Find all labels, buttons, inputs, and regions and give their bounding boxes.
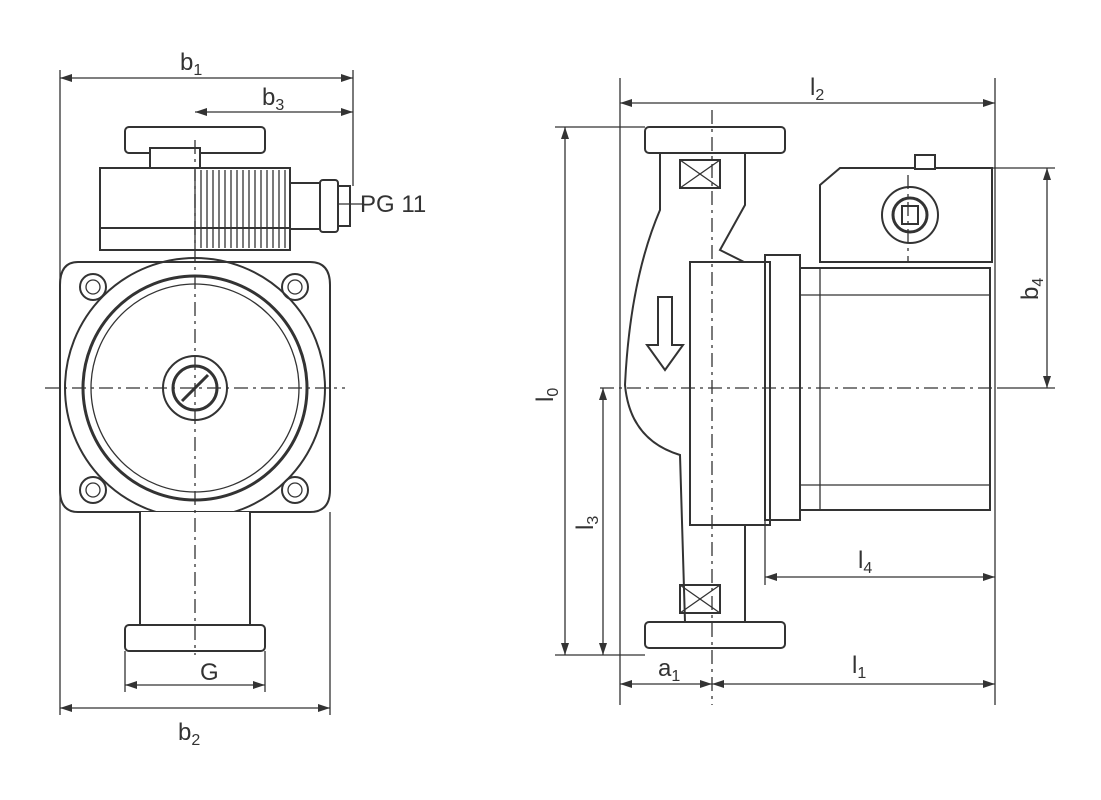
bolt-holes (79, 273, 309, 504)
cooling-ribs (194, 170, 286, 248)
label-g: G (200, 659, 219, 686)
label-l4: l4 (858, 547, 872, 577)
label-pg11: PG 11 (360, 191, 426, 218)
front-view (45, 126, 351, 655)
label-l2: l2 (810, 74, 824, 104)
label-b2: b2 (178, 719, 200, 749)
label-l0: l0 (532, 388, 562, 402)
label-b4: b4 (1017, 278, 1047, 300)
label-l3: l3 (572, 516, 602, 530)
cable-gland (289, 179, 351, 233)
side-view (600, 110, 1000, 705)
dimension-labels: b1 b3 PG 11 G b2 l2 l0 l3 b4 l4 a1 l1 (178, 49, 1047, 749)
dimension-lines (59, 70, 1055, 715)
label-l1: l1 (852, 652, 866, 682)
label-b3: b3 (262, 84, 284, 114)
label-a1: a1 (658, 655, 680, 685)
label-b1: b1 (180, 49, 202, 79)
